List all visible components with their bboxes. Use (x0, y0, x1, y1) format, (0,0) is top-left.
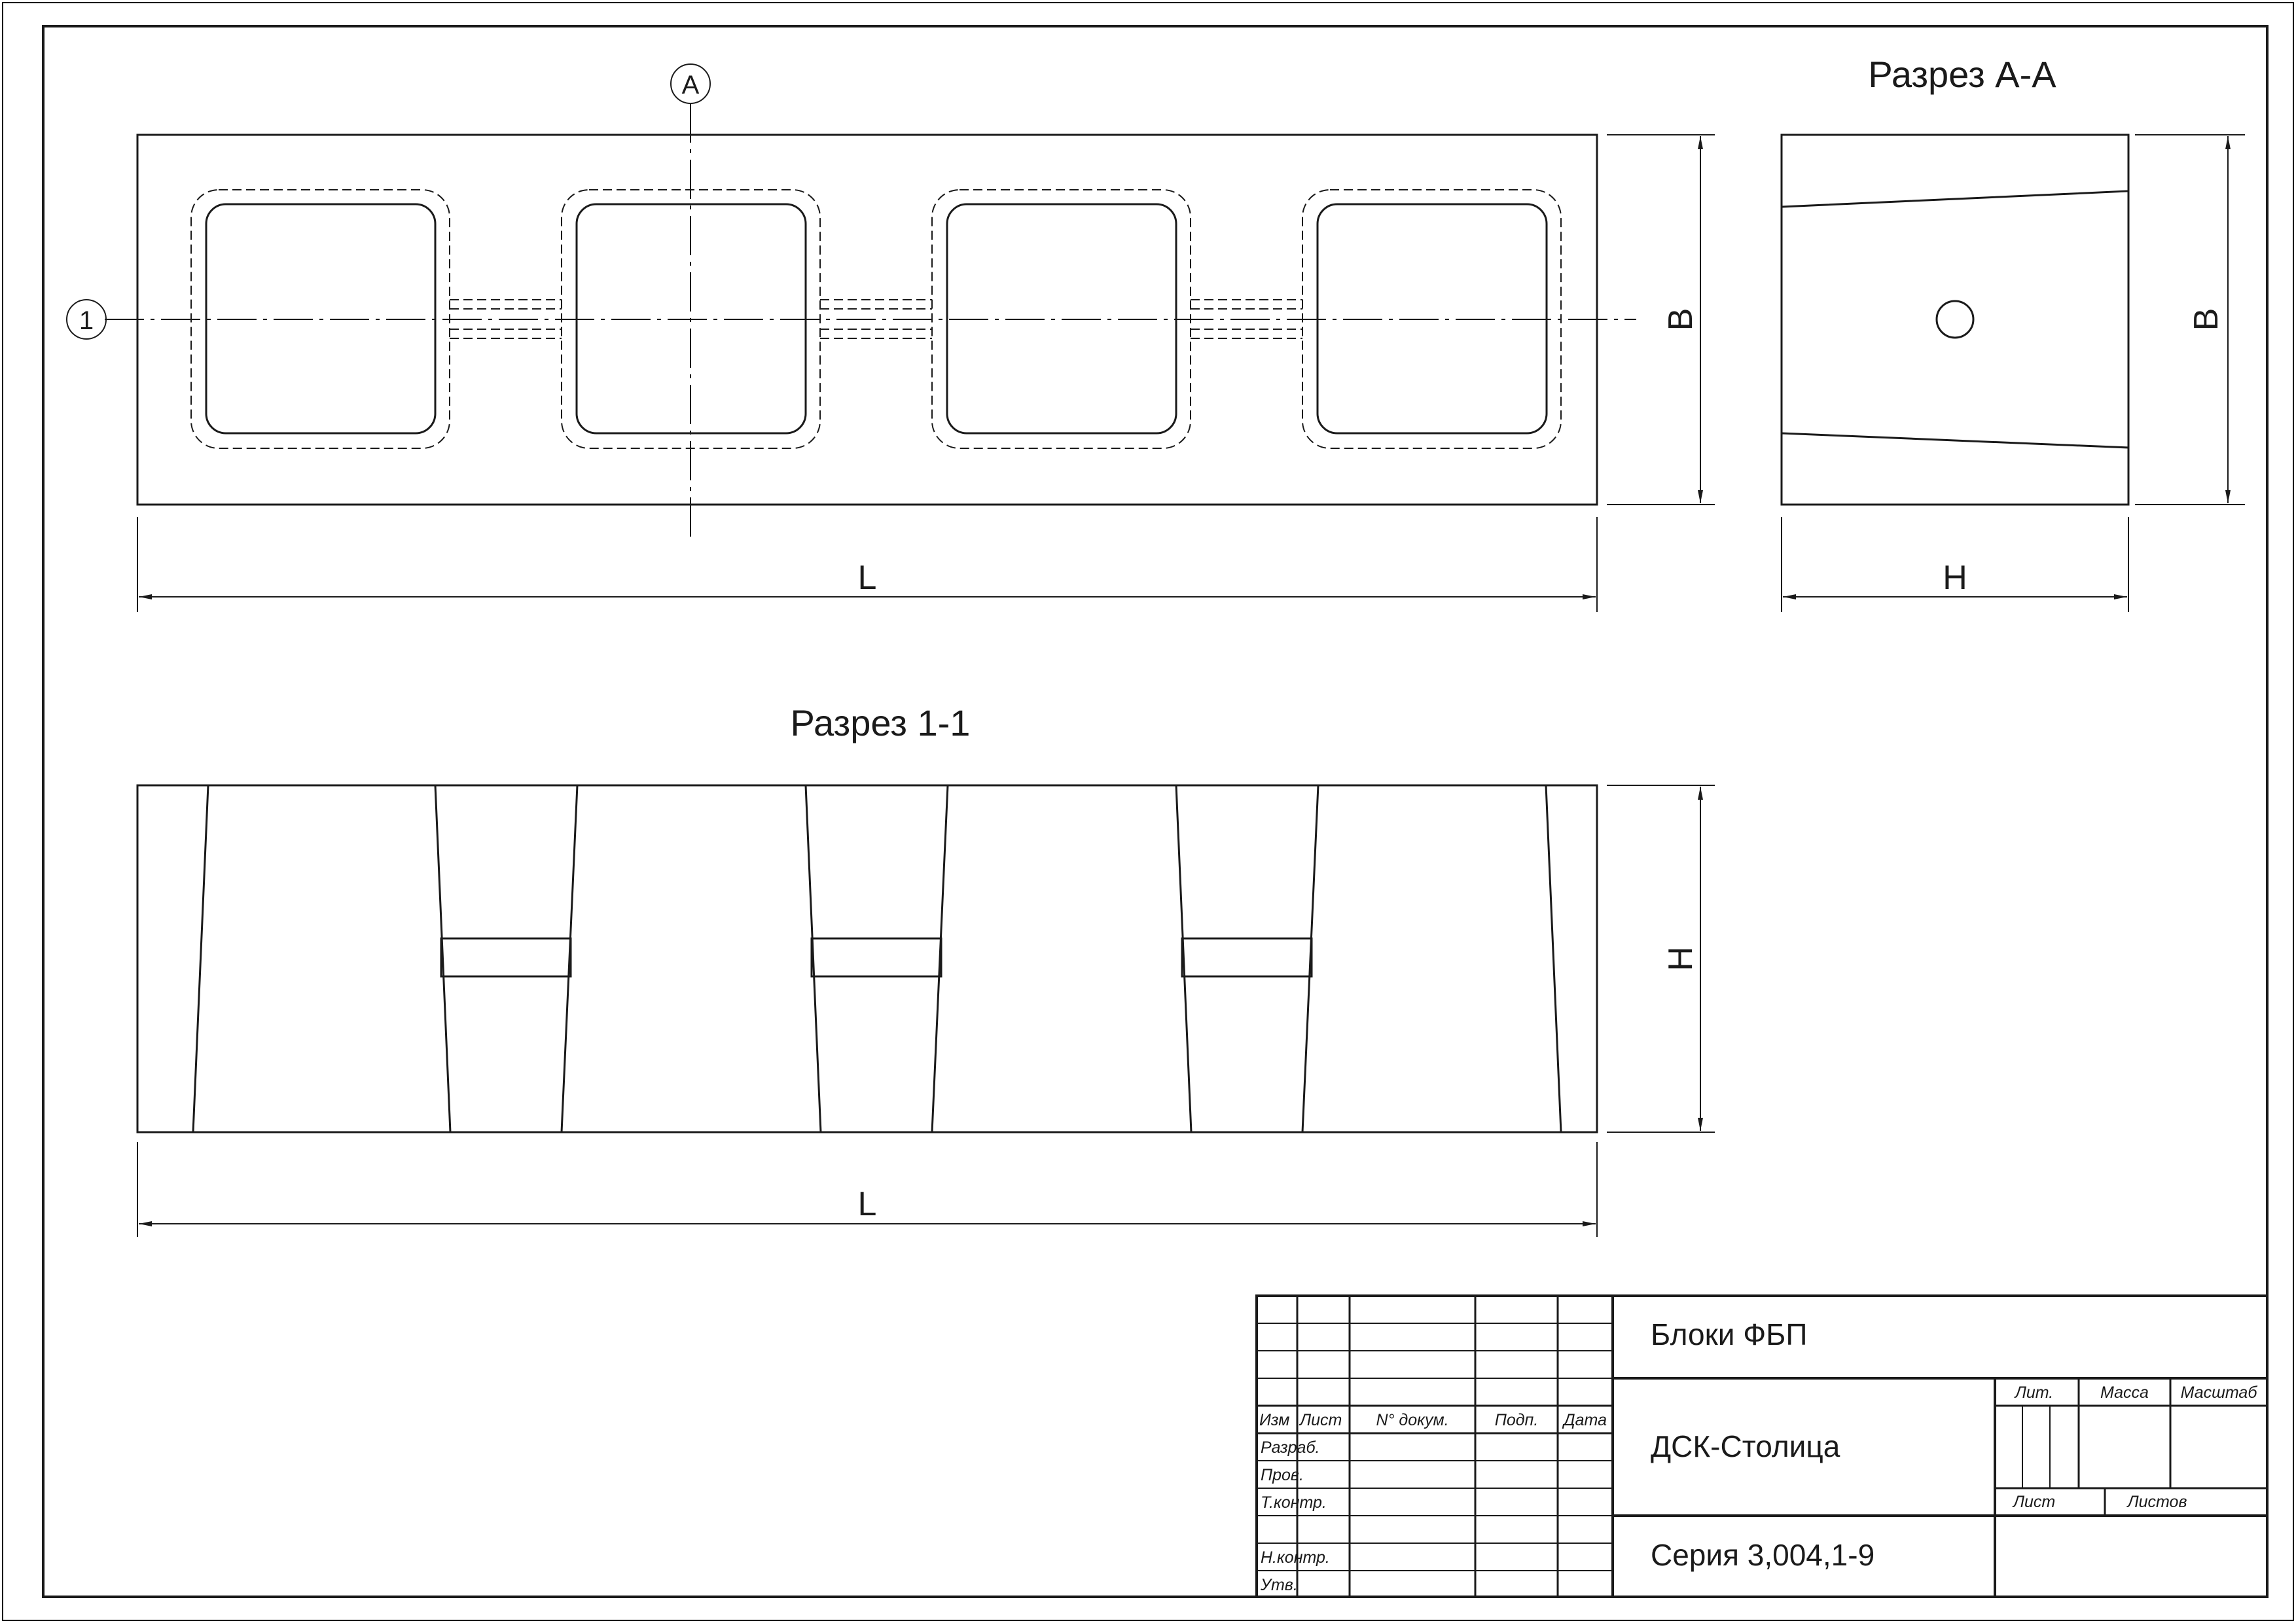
tb-header-izm: Изм (1259, 1411, 1289, 1429)
tb-header-lit: Лит. (2014, 1383, 2054, 1402)
tb-series: Серия 3,004,1-9 (1651, 1538, 1874, 1572)
tb-role-n-control: Н.контр. (1261, 1548, 1330, 1567)
section-aa-height-label: H (1943, 559, 1967, 597)
section-11-wall-2 (434, 784, 579, 1133)
section-11-length-label: L (858, 1185, 877, 1223)
section-11-height-dimension: H (1607, 785, 1715, 1133)
section-aa-outline (1780, 134, 2130, 506)
section-aa-width-dimension: B (2135, 134, 2245, 505)
section-aa-view: Разрез А-А B H (1780, 54, 2245, 612)
section-aa-top-wall (1780, 134, 2130, 208)
section-aa-width-label: B (2187, 308, 2225, 331)
axis-marker-1: 1 (66, 299, 107, 340)
plan-width-dimension: B (1607, 134, 1715, 505)
tb-product-name: Блоки ФБП (1651, 1317, 1807, 1351)
tb-header-doc-no: N° докум. (1376, 1411, 1448, 1429)
section-aa-title: Разрез А-А (1868, 54, 2056, 95)
section-aa-height-dimension: H (1781, 517, 2129, 612)
section-11-view: Разрез 1-1 H L (136, 702, 1715, 1237)
section-11-channels (440, 937, 1313, 978)
tb-role-developed: Разраб. (1261, 1438, 1319, 1457)
plan-view: А 1 L B (66, 63, 1715, 612)
section-11-wall-4 (1175, 784, 1319, 1133)
section-11-title: Разрез 1-1 (791, 702, 971, 743)
section-11-length-dimension: L (137, 1142, 1598, 1237)
plan-length-dimension: L (137, 517, 1598, 612)
tb-header-sheet: Лист (2012, 1493, 2055, 1511)
axis-marker-1-label: 1 (79, 306, 94, 335)
tb-company: ДСК-Столица (1651, 1429, 1840, 1463)
axis-marker-a-label: А (682, 71, 700, 99)
tb-role-approved: Утв. (1260, 1576, 1298, 1594)
section-11-wall-1 (136, 784, 209, 1133)
tb-header-sheets: Листов (2126, 1493, 2187, 1511)
tb-header-list: Лист (1299, 1411, 1342, 1429)
tb-role-t-control: Т.контр. (1261, 1493, 1327, 1512)
tb-header-sign: Подп. (1495, 1411, 1539, 1429)
title-block: Изм Лист N° докум. Подп. Дата Разраб. Пр… (1255, 1294, 2269, 1598)
tb-role-checked: Пров. (1261, 1466, 1304, 1484)
hidden-channels (450, 299, 1302, 339)
tb-header-mass: Масса (2100, 1383, 2149, 1402)
section-11-wall-5 (1545, 784, 1598, 1133)
plan-length-label: L (858, 559, 877, 597)
inner-frame (42, 25, 2269, 1598)
section-11-outline (136, 784, 1598, 1133)
section-aa-bottom-wall (1780, 432, 2130, 506)
axis-marker-a: А (670, 63, 711, 104)
tb-header-scale: Масштаб (2181, 1383, 2258, 1402)
plan-width-label: B (1662, 308, 1700, 331)
section-11-height-label: H (1662, 946, 1700, 971)
tb-header-date: Дата (1562, 1411, 1607, 1429)
section-aa-hole (1935, 300, 1975, 339)
section-11-wall-3 (804, 784, 949, 1133)
